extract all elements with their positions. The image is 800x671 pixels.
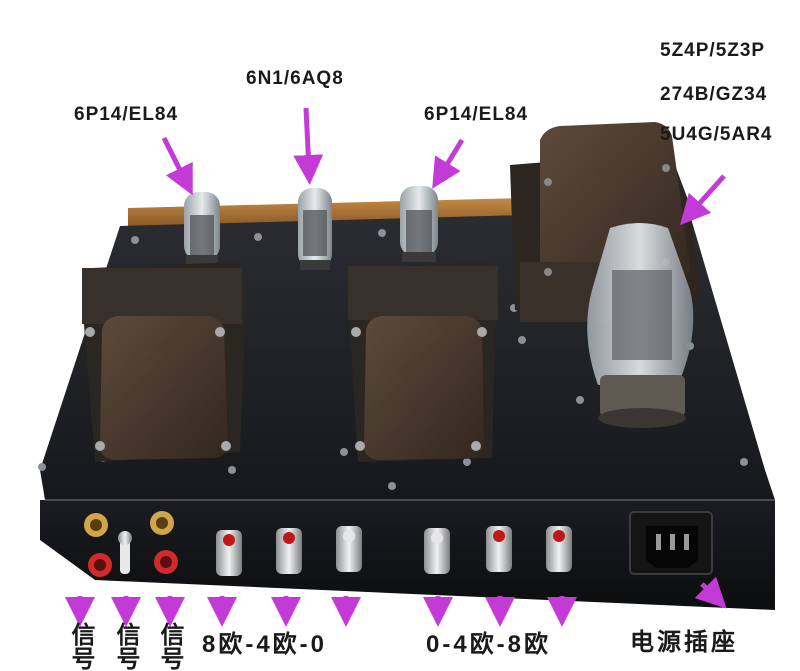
tube-right bbox=[400, 186, 438, 262]
tube-left bbox=[184, 192, 220, 265]
label-tube-right: 6P14/EL84 bbox=[424, 104, 529, 125]
label-signal-3: 信号 bbox=[156, 622, 183, 670]
annotation-arrows bbox=[65, 107, 727, 627]
rectifier-tube bbox=[587, 223, 694, 428]
speaker-terminals bbox=[216, 526, 572, 576]
label-rectifier-1: 5Z4P/5Z3P bbox=[660, 40, 766, 61]
rca-inputs bbox=[84, 511, 178, 577]
label-tube-mid: 6N1/6AQ8 bbox=[246, 68, 344, 89]
label-tube-left: 6P14/EL84 bbox=[74, 104, 179, 125]
label-rectifier-3: 5U4G/5AR4 bbox=[660, 124, 773, 145]
label-signal-1: 信号 bbox=[67, 622, 94, 670]
chassis-front bbox=[40, 500, 775, 610]
tube-mid bbox=[298, 188, 332, 270]
label-speaker-left: 8欧-4欧-0 bbox=[202, 631, 328, 658]
power-socket bbox=[629, 511, 713, 575]
output-transformer-right bbox=[348, 262, 498, 462]
label-signal-2: 信号 bbox=[112, 622, 139, 670]
output-transformer-left bbox=[82, 262, 246, 462]
label-speaker-right: 0-4欧-8欧 bbox=[426, 631, 552, 658]
label-rectifier-2: 274B/GZ34 bbox=[660, 84, 768, 105]
label-power-socket: 电源插座 bbox=[630, 629, 738, 656]
